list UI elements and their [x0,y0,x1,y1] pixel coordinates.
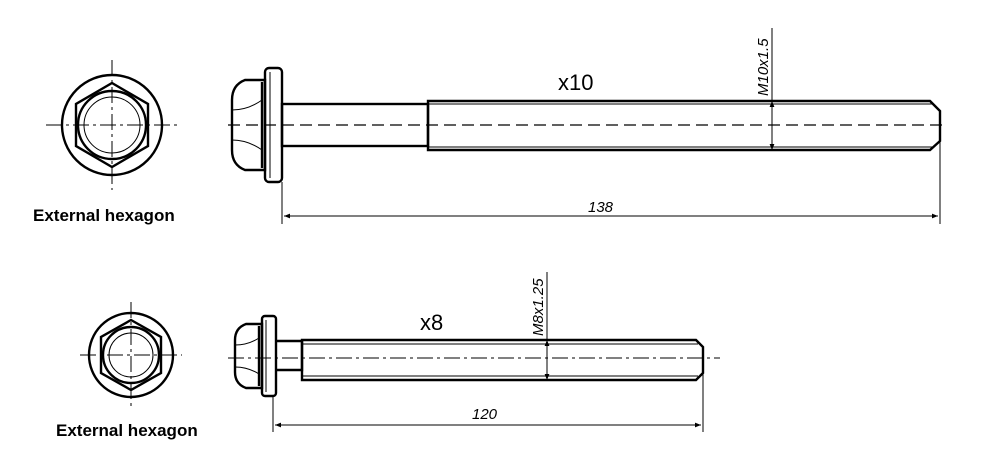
small-bolt-length: 120 [472,406,498,423]
small-bolt-thread-spec: M8x1.25 [530,278,547,336]
small-bolt-shank [228,338,720,382]
large-bolt-quantity: x10 [558,70,593,95]
small-bolt-length-dimension [272,373,704,432]
large-bolt-shank [228,99,948,152]
small-bolt-flange [260,314,278,398]
large-bolt-view-label: External hexagon [33,206,175,225]
large-bolt-head [230,78,267,172]
small-bolt-quantity: x8 [420,310,443,335]
small-bolt-end-view [80,302,182,408]
large-bolt-length-dimension [281,141,941,224]
small-bolt-head [233,322,264,390]
large-bolt-thread-spec: M10x1.5 [755,38,772,96]
large-bolt-length: 138 [588,199,614,216]
small-bolt-view-label: External hexagon [56,421,198,440]
large-bolt-end-view [46,60,178,190]
